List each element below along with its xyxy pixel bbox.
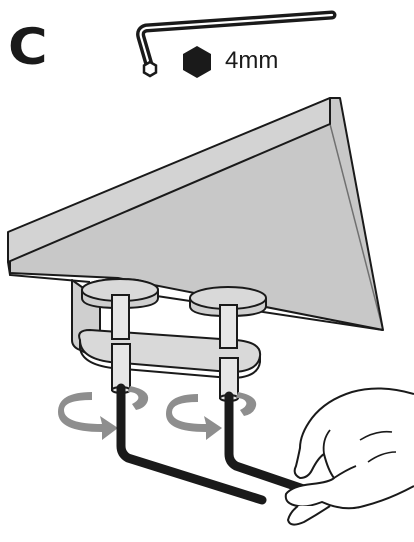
step-letter: C <box>8 22 48 72</box>
tool-size-label: 4mm <box>225 47 278 75</box>
hexagon-icon <box>183 46 211 78</box>
hand-illustration <box>286 388 414 524</box>
rotate-arrow-right-icon <box>166 392 256 440</box>
rotate-arrow-left-icon <box>58 386 148 440</box>
